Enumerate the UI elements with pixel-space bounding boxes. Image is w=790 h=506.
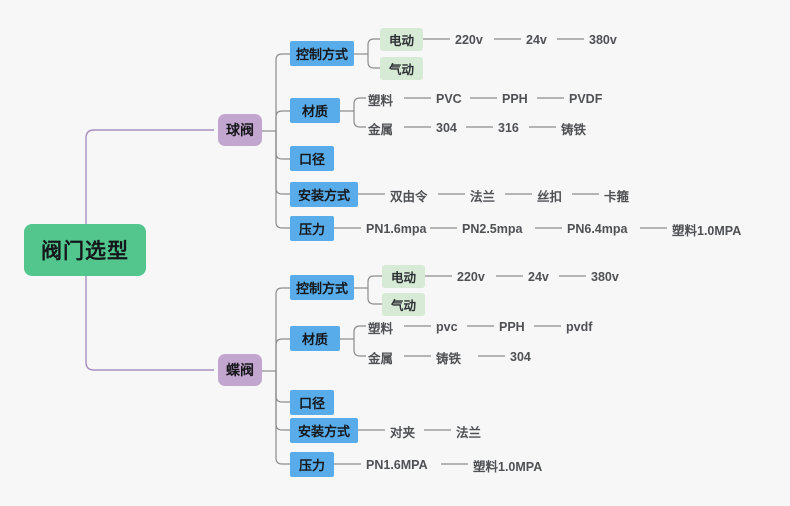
leaf-text[interactable]: 丝扣 bbox=[537, 189, 563, 204]
leaf-text[interactable]: 法兰 bbox=[456, 425, 482, 440]
leafbox-pneumatic-ball[interactable]: 气动 bbox=[380, 57, 423, 80]
topic-node-control-mode-butterfly[interactable]: 控制方式 bbox=[290, 275, 354, 300]
leaf-text[interactable]: pvc bbox=[436, 320, 458, 334]
leaf-text[interactable]: PVDF bbox=[569, 92, 603, 106]
branch-node-butterfly-valve[interactable]: 蝶阀 bbox=[218, 354, 262, 386]
leaf-text[interactable]: 316 bbox=[498, 121, 519, 135]
group-label-metal-butterfly[interactable]: 金属 bbox=[368, 351, 394, 366]
leaf-text[interactable]: 对夹 bbox=[390, 425, 416, 440]
branch-node-ball-valve[interactable]: 球阀 bbox=[218, 114, 262, 146]
topic-node-install-butterfly[interactable]: 安装方式 bbox=[290, 418, 358, 443]
topic-node-diameter-ball[interactable]: 口径 bbox=[290, 146, 334, 171]
leaf-text[interactable]: 24v bbox=[526, 33, 547, 47]
leaf-text[interactable]: PN2.5mpa bbox=[462, 222, 523, 236]
leafbox-electric-ball[interactable]: 电动 bbox=[380, 28, 423, 51]
leaf-text[interactable]: 铸铁 bbox=[561, 122, 587, 137]
topic-node-material-butterfly[interactable]: 材质 bbox=[290, 326, 340, 351]
leaf-text[interactable]: 380v bbox=[591, 270, 619, 284]
topic-node-install-ball[interactable]: 安装方式 bbox=[290, 182, 358, 207]
topic-node-diameter-butterfly[interactable]: 口径 bbox=[290, 390, 334, 415]
leafbox-electric-butterfly[interactable]: 电动 bbox=[382, 265, 425, 288]
root-node[interactable]: 阀门选型 bbox=[24, 224, 146, 276]
leaf-text[interactable]: 304 bbox=[436, 121, 457, 135]
group-label-metal-ball[interactable]: 金属 bbox=[368, 122, 394, 137]
group-label-plastic-butterfly[interactable]: 塑料 bbox=[368, 321, 394, 336]
leaf-text[interactable]: PN1.6mpa bbox=[366, 222, 427, 236]
leaf-text[interactable]: PPH bbox=[502, 92, 528, 106]
leaf-text[interactable]: 380v bbox=[589, 33, 617, 47]
leaf-text[interactable]: PVC bbox=[436, 92, 462, 106]
leaf-text[interactable]: 卡箍 bbox=[604, 189, 630, 204]
leaf-text[interactable]: pvdf bbox=[566, 320, 593, 334]
leaf-text[interactable]: 塑料1.0MPA bbox=[473, 459, 543, 474]
topic-node-material-ball[interactable]: 材质 bbox=[290, 98, 340, 123]
topic-node-control-mode-ball[interactable]: 控制方式 bbox=[290, 41, 354, 66]
leaf-text[interactable]: 法兰 bbox=[470, 189, 496, 204]
leaf-text[interactable]: 双由令 bbox=[390, 189, 428, 204]
leaf-text[interactable]: 铸铁 bbox=[436, 351, 462, 366]
leaf-text[interactable]: PPH bbox=[499, 320, 525, 334]
leaf-text[interactable]: 220v bbox=[457, 270, 485, 284]
topic-node-pressure-butterfly[interactable]: 压力 bbox=[290, 452, 334, 477]
leaf-text[interactable]: 304 bbox=[510, 350, 531, 364]
leafbox-pneumatic-butterfly[interactable]: 气动 bbox=[382, 293, 425, 316]
topic-node-pressure-ball[interactable]: 压力 bbox=[290, 216, 334, 241]
group-label-plastic-ball[interactable]: 塑料 bbox=[368, 93, 394, 108]
leaf-text[interactable]: PN1.6MPA bbox=[366, 458, 428, 472]
leaf-text[interactable]: PN6.4mpa bbox=[567, 222, 628, 236]
leaf-text[interactable]: 220v bbox=[455, 33, 483, 47]
leaf-text[interactable]: 24v bbox=[528, 270, 549, 284]
leaf-text[interactable]: 塑料1.0MPA bbox=[672, 223, 742, 238]
